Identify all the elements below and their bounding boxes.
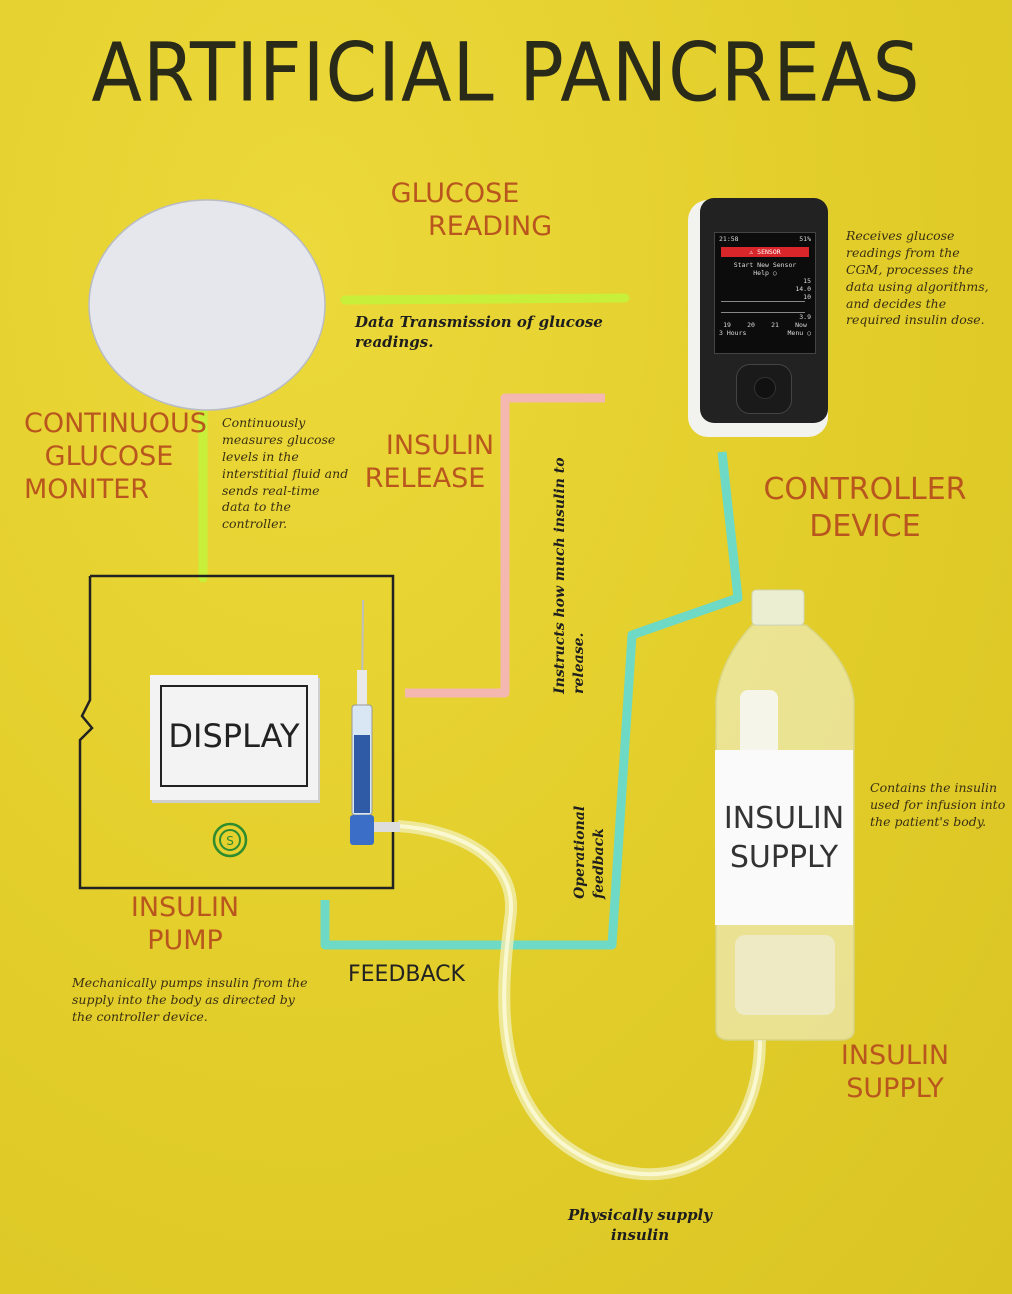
note-supply-desc: Contains the insulin used for infusion i…	[870, 780, 1006, 829]
label-controller: CONTROLLER DEVICE	[760, 472, 970, 545]
label-insulin-pump: INSULIN PUMP	[110, 892, 260, 958]
label-line: RELEASE	[364, 462, 486, 494]
label-line: INSULIN	[840, 1040, 950, 1071]
screen-now: Now	[795, 321, 807, 329]
screen-scale-top: 15	[803, 277, 811, 285]
label-line: READING	[428, 210, 553, 242]
screen-battery: 51%	[799, 235, 811, 243]
label-line: DEVICE	[809, 508, 921, 544]
pump-logo-icon: S	[212, 822, 248, 858]
device-screen: 21:58 51% ⚠ SENSOR Start New Sensor Help…	[714, 232, 816, 354]
bottle-label-line: INSULIN	[723, 800, 845, 836]
controller-device: 21:58 51% ⚠ SENSOR Start New Sensor Help…	[700, 198, 828, 423]
label-line: CONTROLLER	[763, 472, 967, 507]
syringe-icon	[350, 599, 400, 845]
screen-time-tick: 20	[747, 321, 755, 329]
dpad-icon	[736, 364, 792, 414]
screen-alert: ⚠ SENSOR	[749, 248, 781, 256]
label-glucose-reading: GLUCOSE READING	[380, 178, 553, 244]
note-data-transmission: Data Transmission of glucose readings.	[355, 313, 603, 352]
screen-time: 21:58	[719, 235, 739, 243]
note-controller-desc: Receives glucose readings from the CGM, …	[846, 228, 989, 328]
svg-text:S: S	[226, 834, 234, 848]
note-operational-feedback: Operational feedback	[572, 805, 607, 899]
screen-line1: Start New Sensor	[733, 261, 797, 269]
insulin-pump-outline	[78, 574, 395, 890]
bottle-label-line: SUPPLY	[729, 839, 839, 875]
label-feedback: FEEDBACK	[348, 962, 465, 987]
screen-time-tick: 21	[771, 321, 779, 329]
cgm-disc	[88, 199, 326, 411]
label-line: SUPPLY	[846, 1072, 944, 1104]
screen-scale-val: 3.9	[799, 313, 811, 321]
label-line: CONTINUOUS	[24, 408, 207, 439]
straw-insulin-release	[405, 393, 605, 698]
straw-feedback	[320, 451, 743, 950]
screen-time-tick: 19	[723, 321, 731, 329]
screen-alert-bar: ⚠ SENSOR	[721, 247, 809, 257]
screen-scale-mid: 14.0	[795, 285, 811, 293]
note-physically-supply: Physically supply insulin	[568, 1206, 712, 1245]
bottle-label: INSULIN SUPPLY	[715, 750, 853, 925]
screen-scale-low: 10	[803, 293, 811, 301]
label-cgm: CONTINUOUS GLUCOSE MONITER	[24, 408, 207, 507]
label-insulin-release: INSULIN RELEASE	[350, 430, 500, 496]
note-instructs: Instructs how much insulin to release.	[552, 457, 587, 694]
label-line: MONITER	[24, 473, 150, 505]
label-line: INSULIN	[385, 430, 495, 461]
screen-menu: Menu ○	[787, 329, 811, 337]
screen-graph	[721, 301, 805, 313]
label-line: GLUCOSE	[390, 178, 520, 209]
label-line: GLUCOSE	[44, 440, 174, 472]
page-title: ARTIFICIAL PANCREAS	[91, 25, 921, 121]
note-pump-desc: Mechanically pumps insulin from the supp…	[72, 975, 308, 1024]
label-line: INSULIN	[130, 892, 240, 923]
label-line: PUMP	[147, 924, 223, 956]
screen-hours: 3 Hours	[719, 329, 747, 337]
screen-line2: Help ○	[753, 269, 777, 277]
straw-cgm-to-controller	[340, 293, 630, 305]
display-card: DISPLAY	[150, 675, 318, 800]
display-box: DISPLAY	[160, 685, 308, 787]
label-insulin-supply: INSULIN SUPPLY	[820, 1040, 970, 1106]
note-cgm-desc: Continuously measures glucose levels in …	[222, 415, 349, 532]
